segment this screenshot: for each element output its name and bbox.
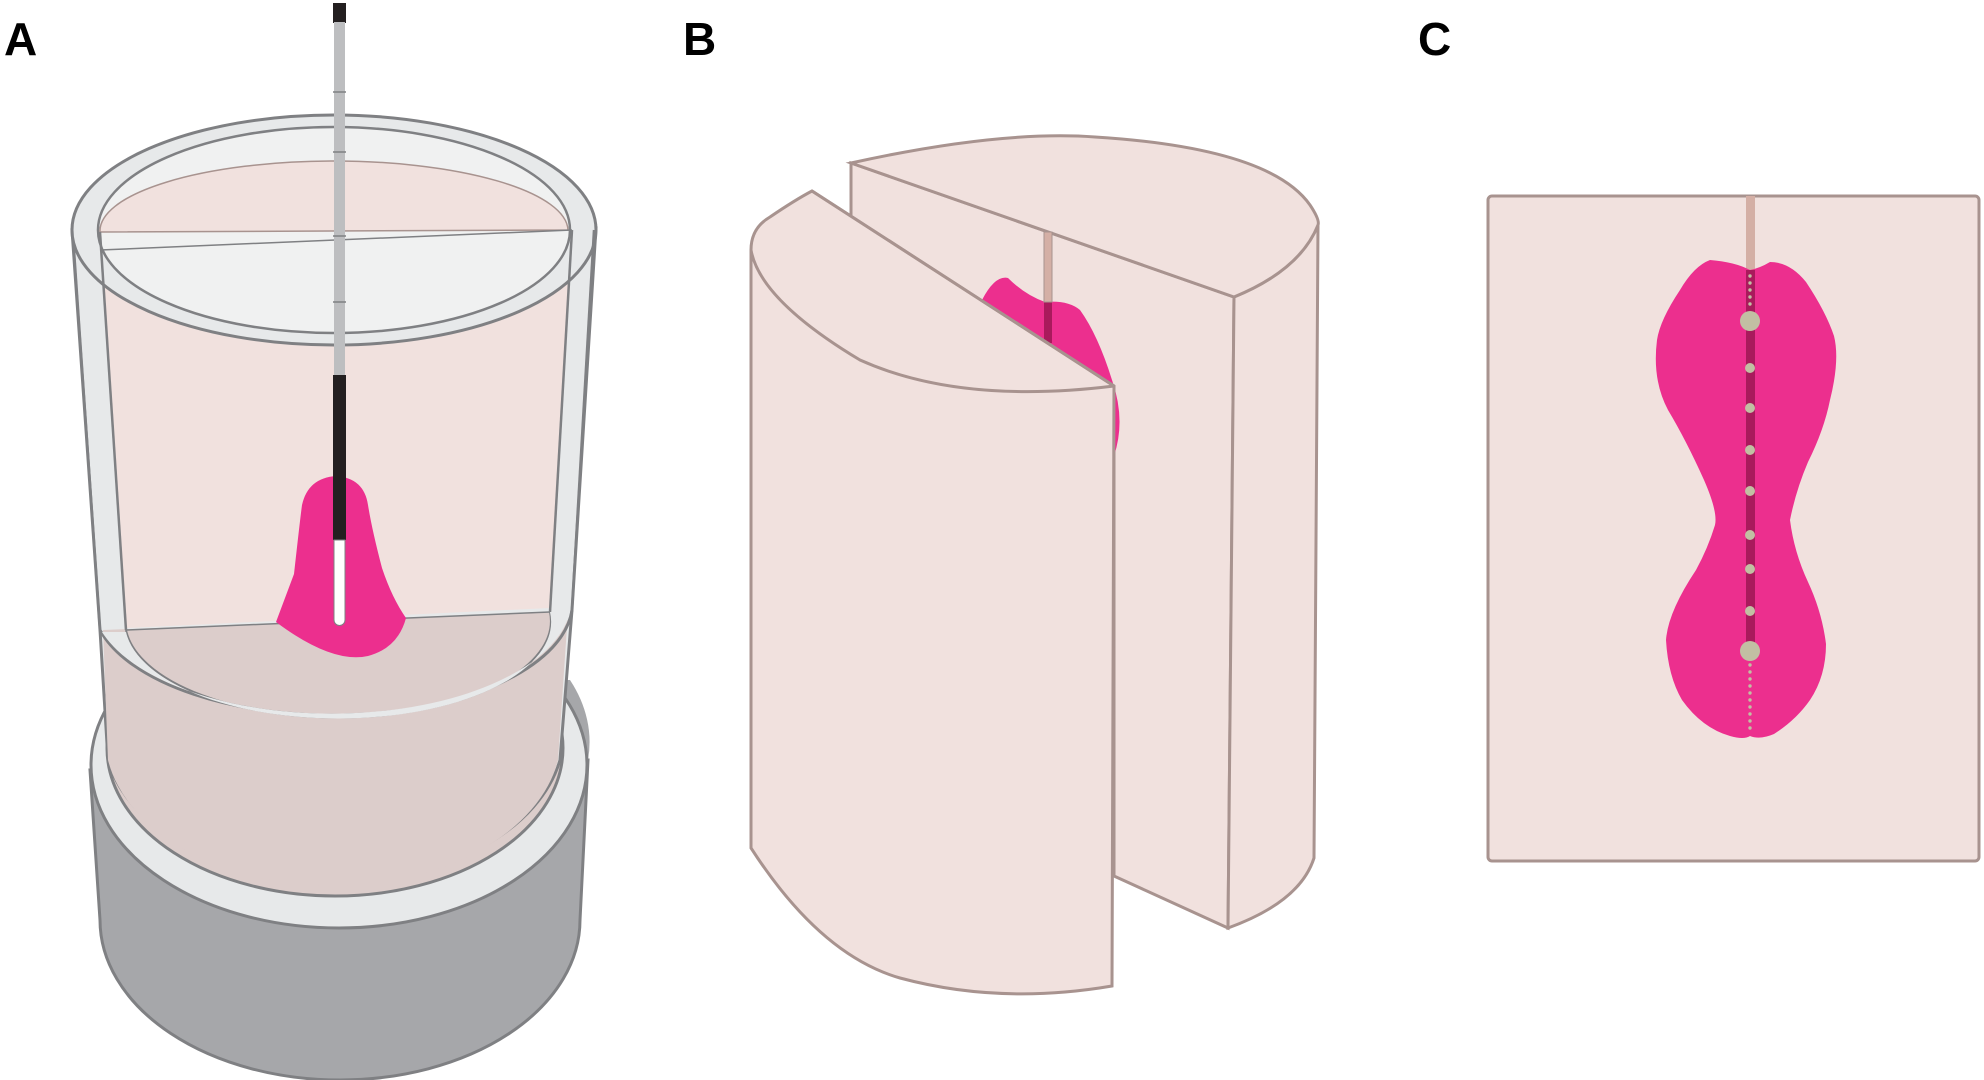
- panel-label-a: A: [4, 13, 37, 65]
- front-half: [749, 189, 1116, 996]
- panel-c-cut-face: [1486, 194, 1981, 863]
- probe-track: [1746, 270, 1755, 652]
- dotted-track: [1748, 274, 1752, 730]
- electrode-points: [1740, 311, 1760, 661]
- back-half: [845, 134, 1320, 931]
- panel-a-phantom-container: [70, 3, 598, 1080]
- panel-label-b: B: [683, 13, 716, 65]
- probe: [333, 3, 346, 626]
- panel-b-sectioned-cylinder: [749, 134, 1320, 996]
- panel-label-c: C: [1418, 13, 1451, 65]
- needle-track: [1746, 196, 1755, 270]
